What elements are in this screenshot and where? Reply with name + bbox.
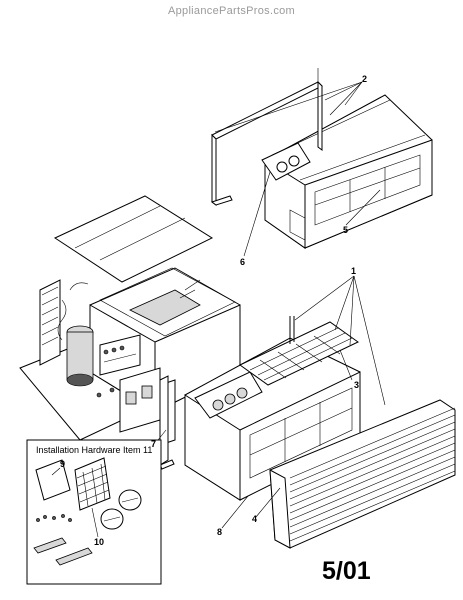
watermark: AppliancePartsPros.com (167, 5, 296, 17)
callout-7: 7 (151, 439, 156, 449)
callout-9: 9 (60, 459, 65, 469)
date-code: 5/01 (322, 557, 371, 585)
callout-6: 6 (240, 257, 245, 267)
callout-8: 8 (217, 527, 222, 537)
hardware-inset-title: Installation Hardware Item 11 (36, 445, 153, 455)
callout-5: 5 (343, 225, 348, 235)
upper-bracket (210, 68, 323, 206)
callout-10: 10 (94, 537, 104, 547)
hardware-inset (26, 439, 162, 585)
callout-1: 1 (351, 266, 356, 276)
upper-front-panel (261, 94, 433, 249)
callout-4: 4 (252, 514, 257, 524)
callout-2: 2 (362, 74, 367, 84)
callout-labels: 1 2 3 4 5 6 7 8 9 10 (60, 74, 367, 547)
chassis (19, 195, 241, 446)
leader-lines (51, 81, 386, 538)
exterior-grille (269, 399, 456, 549)
callout-3: 3 (354, 380, 359, 390)
